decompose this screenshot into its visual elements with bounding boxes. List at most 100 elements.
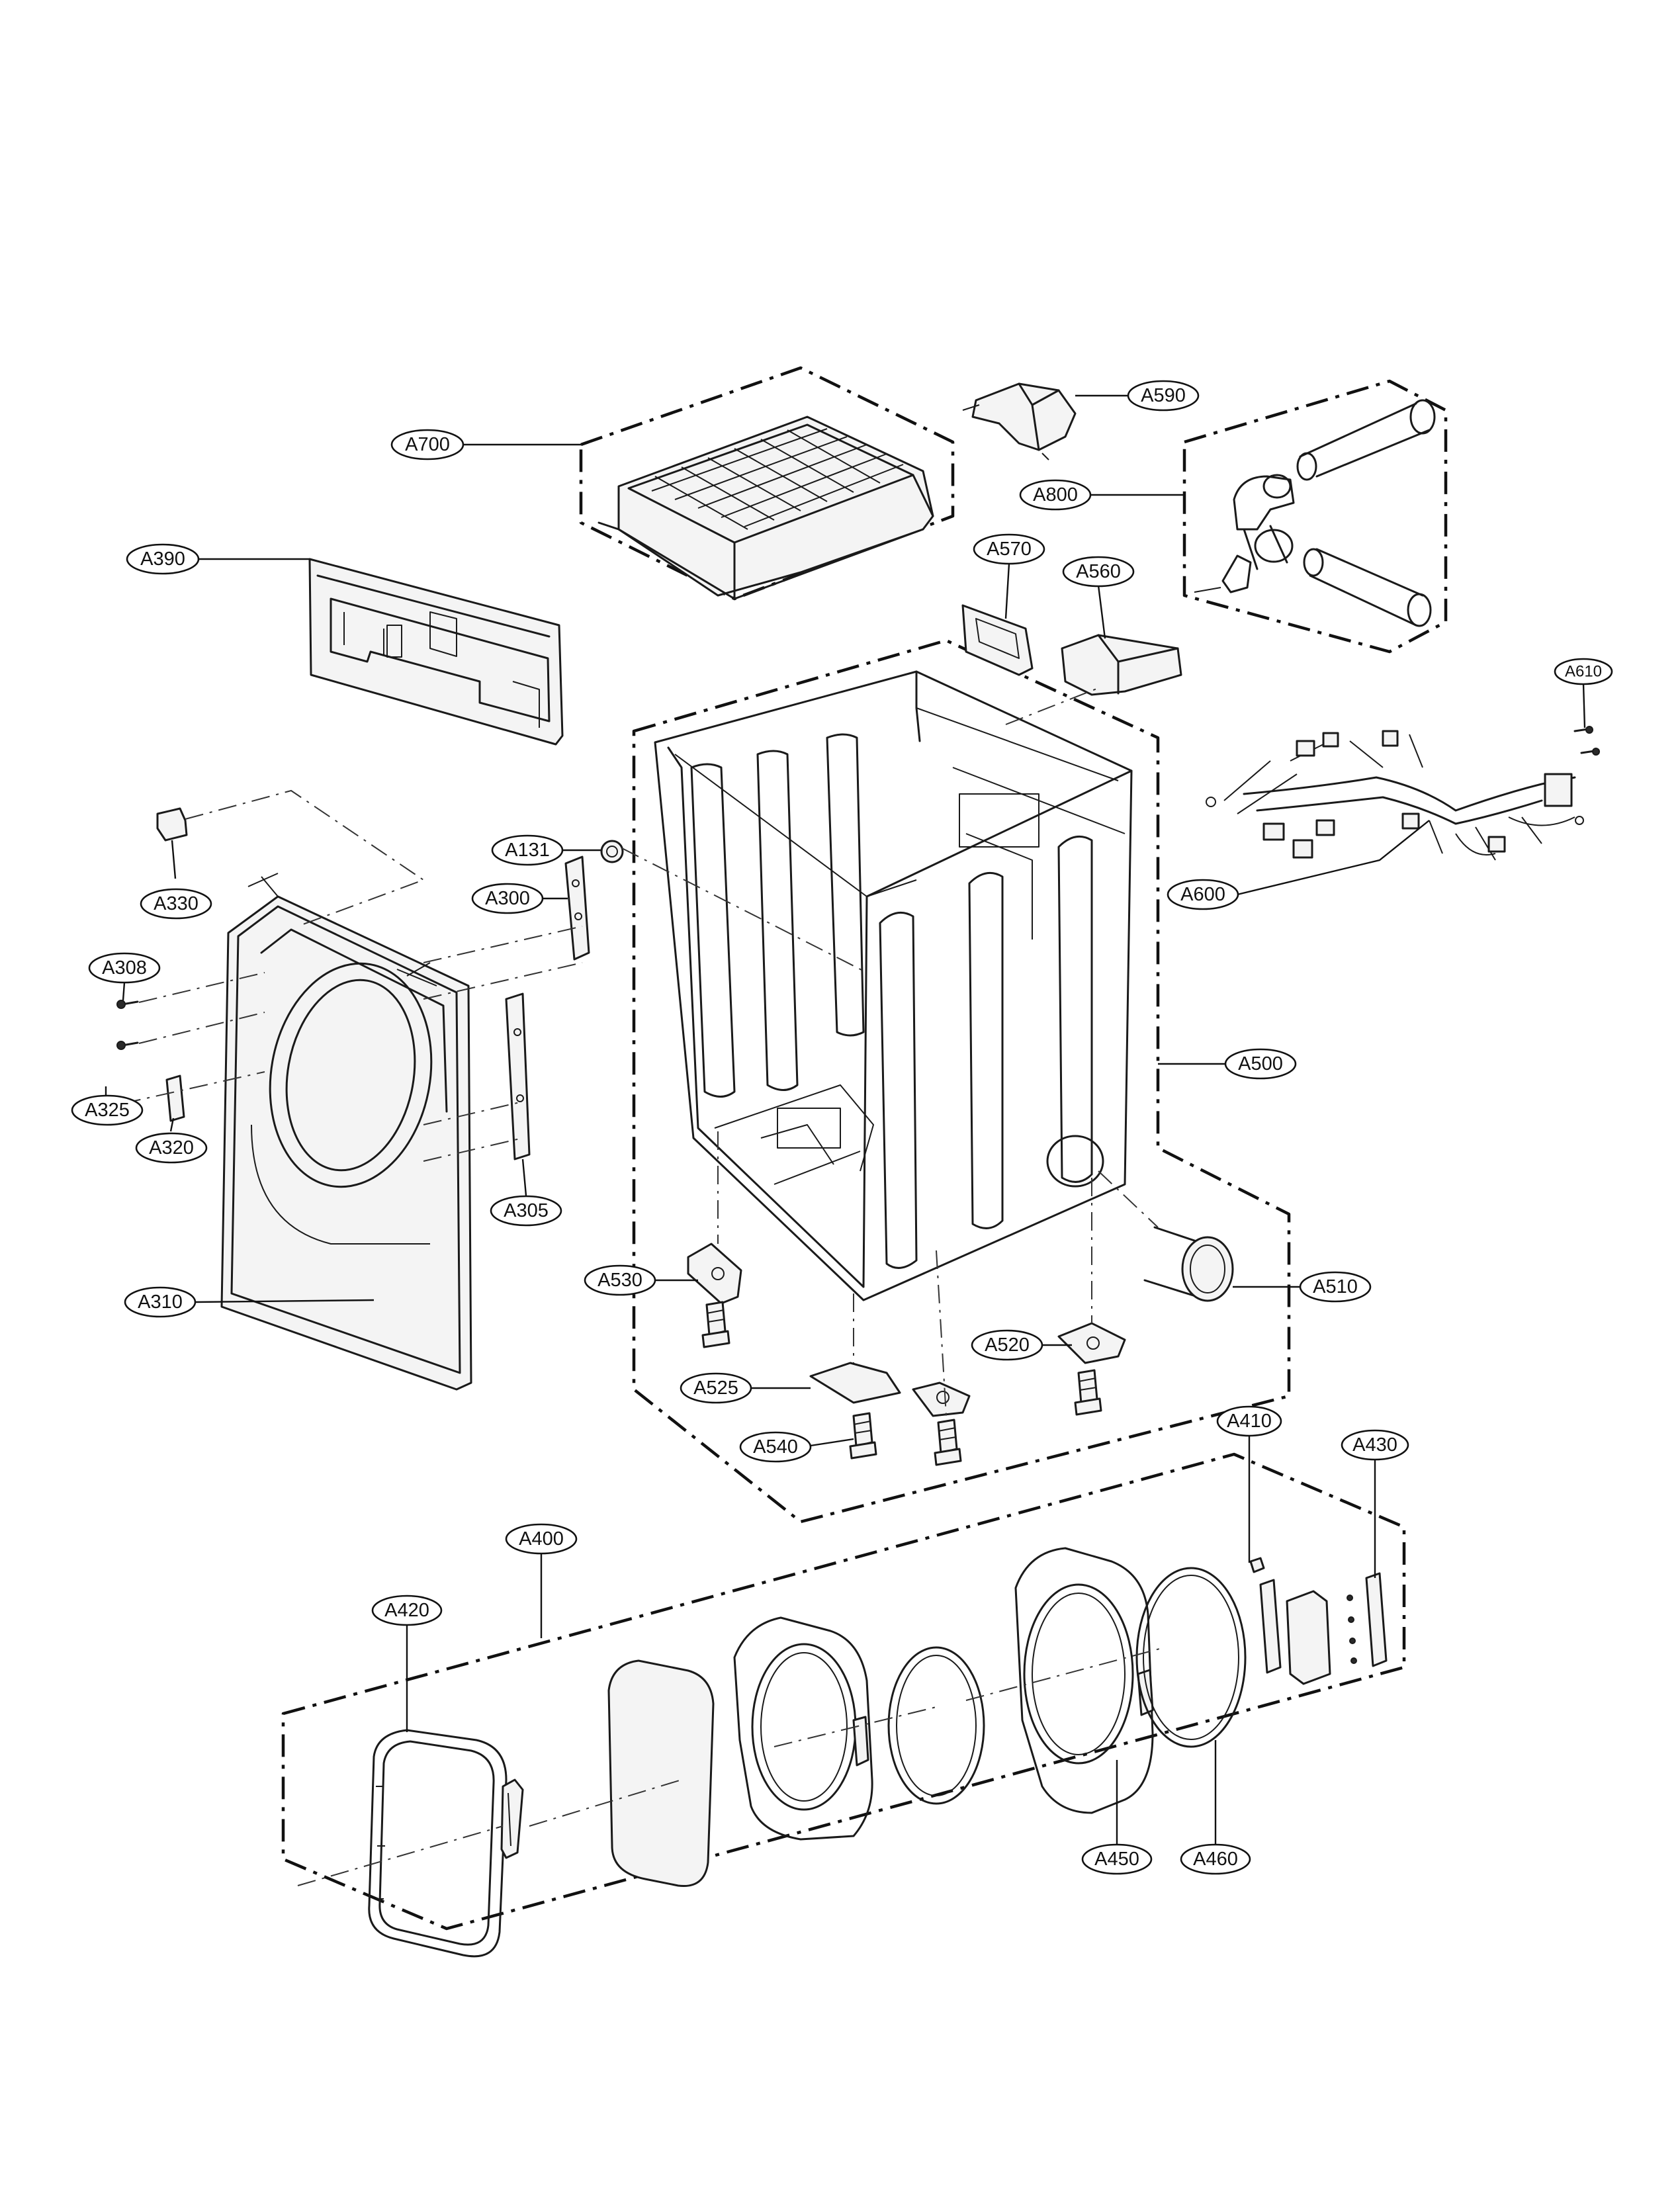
svg-text:A560: A560 [1076,561,1121,582]
hose-kit-part [1194,399,1436,627]
leader-a320 [169,1117,175,1132]
door-glass-cover [607,1659,715,1888]
callout-a131[interactable]: A131 [491,834,564,866]
callout-a600[interactable]: A600 [1167,879,1239,910]
foot-bracket-a525 [809,1362,971,1417]
group-border-a700 [579,366,955,601]
exhaust-duct-part [1061,634,1182,696]
svg-text:A131: A131 [505,840,550,861]
clip-a330 [156,807,188,842]
svg-text:A460: A460 [1193,1849,1238,1870]
callout-a310[interactable]: A310 [124,1286,197,1318]
callout-a540[interactable]: A540 [739,1431,812,1463]
leveling-foot-center [934,1419,962,1466]
callout-a390[interactable]: A390 [126,543,200,575]
assembly-line-a510 [1098,1170,1159,1228]
svg-text:A308: A308 [102,957,147,979]
leveling-foot-a520 [1074,1369,1102,1416]
leader-a308 [122,982,126,1001]
door-gasket-ring [887,1646,985,1805]
assembly-line-a330 [185,789,425,927]
callout-a700[interactable]: A700 [390,429,464,460]
callout-a520[interactable]: A520 [971,1329,1043,1361]
callout-a325[interactable]: A325 [71,1094,144,1126]
callout-a570[interactable]: A570 [973,533,1045,565]
assembly-line-front-3 [122,1071,523,1125]
callout-a330[interactable]: A330 [140,888,212,920]
duct-part [962,382,1077,460]
leader-a330 [171,840,177,879]
svg-text:A500: A500 [1238,1053,1283,1074]
svg-text:A450: A450 [1094,1849,1139,1870]
foot-bracket-a530 [687,1243,742,1305]
assembly-line-front-4 [423,1137,523,1162]
hinge-bracket-a300 [564,855,590,961]
callout-a510[interactable]: A510 [1299,1271,1372,1303]
assembly-line-feet-3 [936,1250,947,1417]
svg-text:A600: A600 [1180,884,1225,905]
svg-text:A310: A310 [138,1291,183,1313]
callout-a590[interactable]: A590 [1127,380,1200,412]
screws-a308 [116,1000,139,1050]
svg-text:A540: A540 [753,1436,798,1458]
svg-text:A610: A610 [1565,663,1602,681]
callout-a305[interactable]: A305 [490,1195,562,1227]
leader-a305 [521,1159,527,1196]
assembly-line-a560 [1005,687,1099,725]
callout-a525[interactable]: A525 [680,1372,752,1404]
group-border-a400 [281,1452,1406,1931]
drying-rack-part [597,416,934,600]
callout-a308[interactable]: A308 [88,952,161,984]
leveling-foot-a540 [849,1412,877,1460]
svg-text:A300: A300 [485,888,530,909]
callout-a460[interactable]: A460 [1180,1843,1251,1875]
svg-text:A700: A700 [405,434,450,455]
assembly-line-a131 [621,848,867,973]
svg-text:A400: A400 [519,1528,564,1550]
callout-a530[interactable]: A530 [584,1264,656,1296]
callout-a320[interactable]: A320 [135,1132,208,1164]
callout-a800[interactable]: A800 [1019,479,1092,511]
svg-text:A570: A570 [987,539,1032,560]
svg-text:A520: A520 [985,1335,1030,1356]
leader-a570 [1004,563,1010,619]
door-seal-ring-a460 [1135,1567,1247,1748]
hinge-cover-a430 [1347,1572,1388,1667]
svg-text:A430: A430 [1352,1434,1397,1456]
assembly-line-door [297,1647,1165,1886]
latch-a320 [165,1074,185,1122]
svg-text:A525: A525 [693,1378,738,1399]
callout-a450[interactable]: A450 [1081,1843,1153,1875]
callout-a610[interactable]: A610 [1554,658,1613,685]
leader-a540 [810,1438,854,1447]
cap-a131 [600,840,624,863]
cabinet-part [654,670,1133,1301]
group-border-a800 [1182,379,1448,654]
exhaust-ring-a510 [1143,1226,1234,1302]
back-panel-part [308,558,564,746]
callout-a500[interactable]: A500 [1224,1048,1297,1080]
callout-a430[interactable]: A430 [1341,1429,1409,1461]
door-frame-a420 [368,1729,508,1958]
assembly-line-front-1 [138,926,583,1003]
leader-a310 [195,1299,375,1303]
svg-text:A410: A410 [1227,1411,1272,1432]
leader-a600 [1237,820,1430,896]
leader-a610 [1582,683,1586,728]
svg-text:A320: A320 [149,1137,194,1159]
callout-a410[interactable]: A410 [1216,1405,1282,1437]
callout-a560[interactable]: A560 [1062,556,1135,588]
vent-bracket-part [961,604,1034,676]
screws-a610 [1573,726,1600,756]
door-handle-part [500,1778,524,1859]
svg-text:A390: A390 [140,548,185,570]
callout-a400[interactable]: A400 [505,1523,578,1555]
callout-a300[interactable]: A300 [471,883,544,914]
leveling-foot-a530 [701,1301,730,1348]
svg-text:A305: A305 [504,1200,549,1221]
leader-a560 [1097,585,1106,639]
svg-text:A800: A800 [1033,484,1078,505]
callout-a420[interactable]: A420 [371,1595,443,1626]
svg-text:A590: A590 [1141,385,1186,406]
